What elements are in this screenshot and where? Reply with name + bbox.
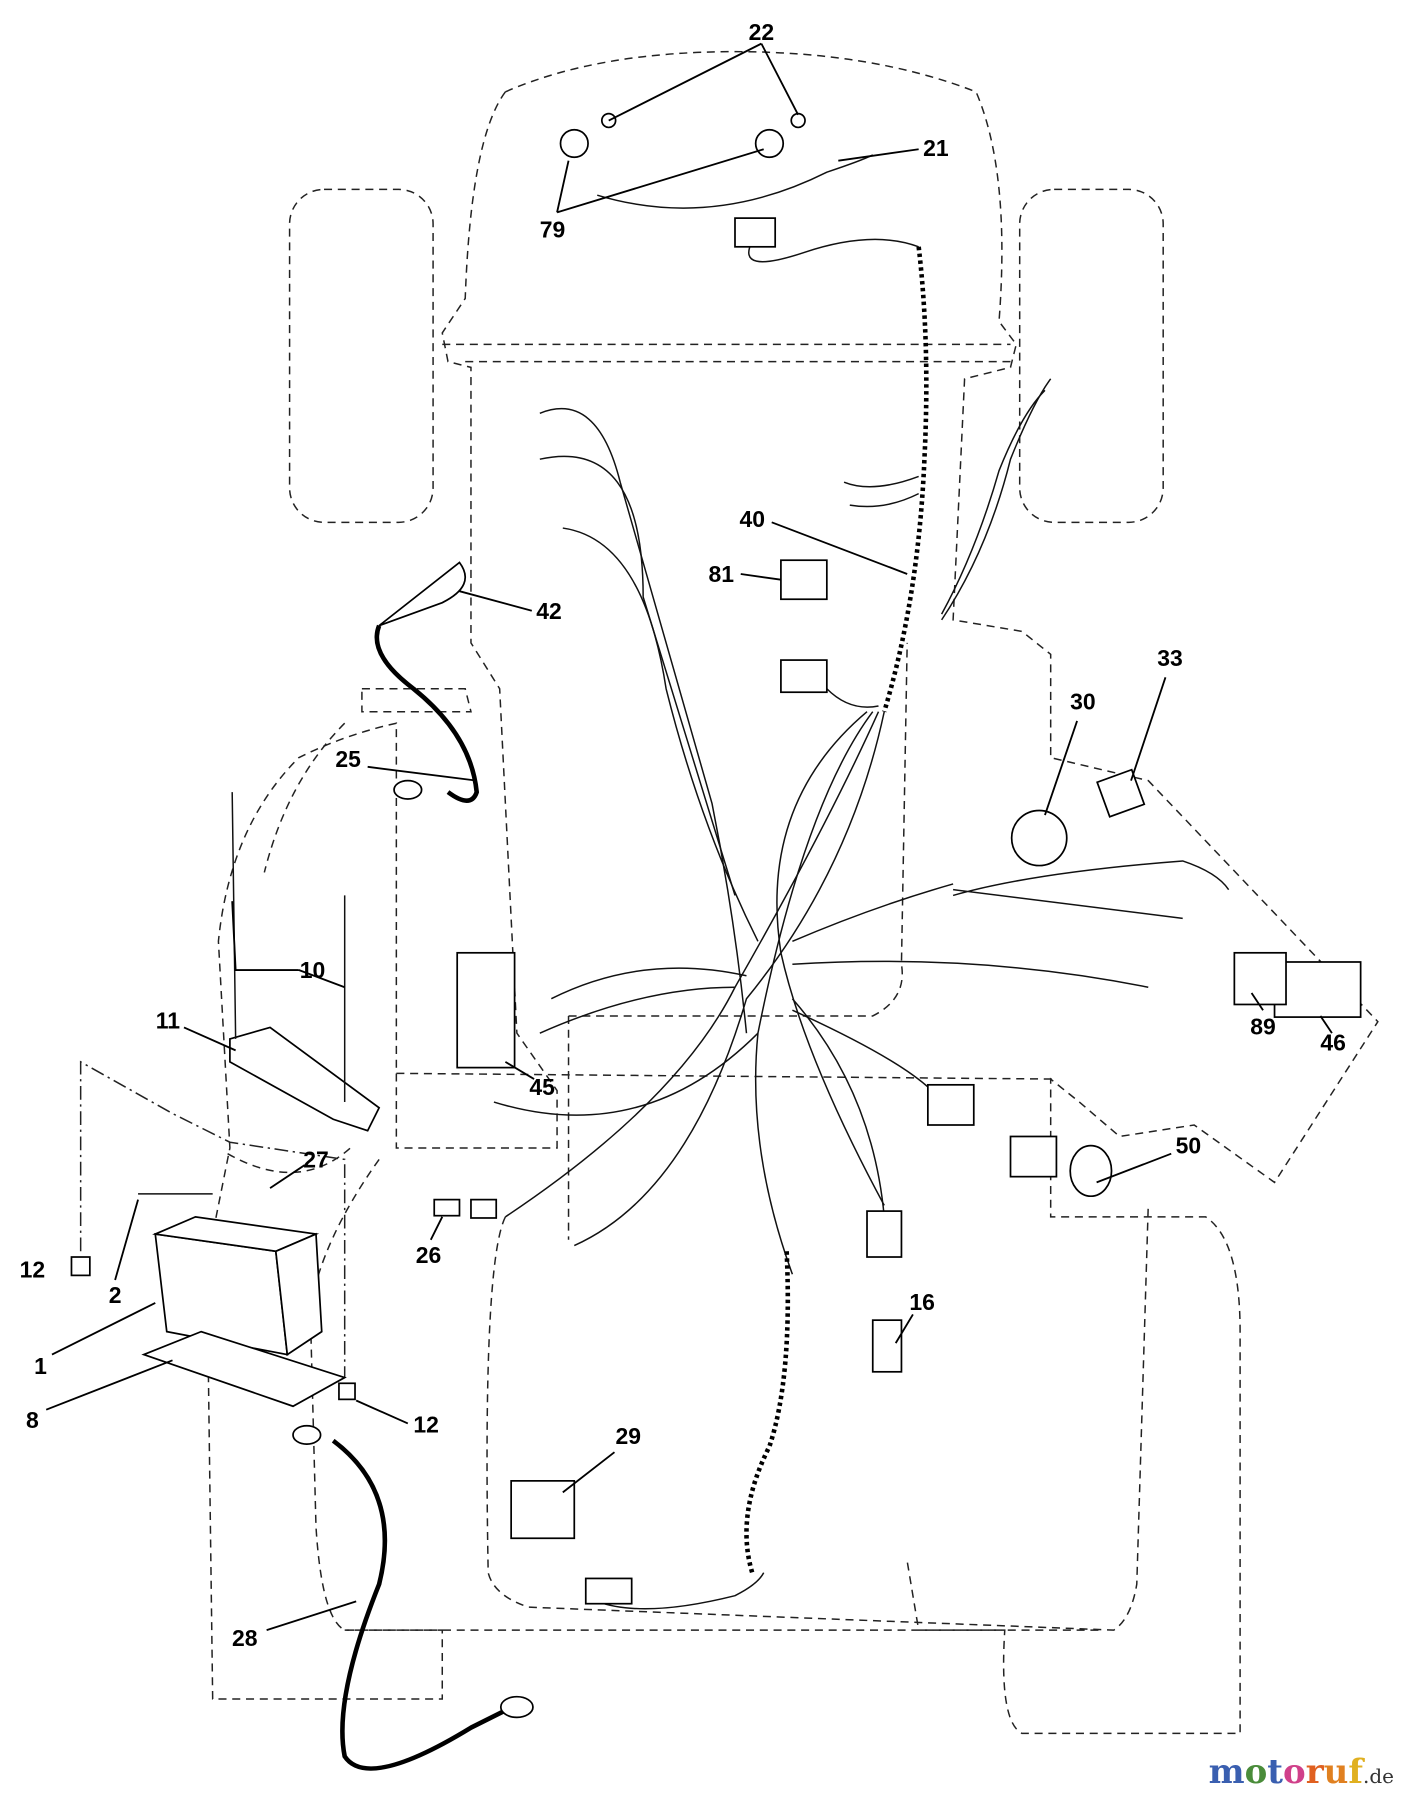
relay-81 xyxy=(780,559,828,601)
callout-33: 33 xyxy=(1157,645,1183,671)
lamp-socket xyxy=(559,128,589,159)
lamp-46 xyxy=(1273,961,1362,1018)
harness-coil-lower xyxy=(744,1251,791,1574)
leader-lines xyxy=(45,42,1333,1631)
switch-16 xyxy=(871,1319,903,1373)
callout-11: 11 xyxy=(156,1008,180,1034)
terminal-boot-42 xyxy=(378,561,466,627)
chassis-outline xyxy=(79,50,1379,1735)
callout-10: 10 xyxy=(300,957,326,983)
callout-89: 89 xyxy=(1250,1013,1276,1039)
callout-25: 25 xyxy=(335,746,361,772)
battery-cable-25 xyxy=(374,624,480,803)
watermark-logo: motoruf.de xyxy=(1208,1752,1394,1792)
harness-coil-upper xyxy=(882,246,929,713)
wiring-harness xyxy=(493,154,1230,1610)
pto-switch-50 xyxy=(1009,1135,1058,1178)
hold-down-bracket xyxy=(229,1026,381,1132)
bulb xyxy=(790,112,806,129)
connector xyxy=(734,217,777,248)
callout-2: 2 xyxy=(109,1282,122,1308)
callout-12: 12 xyxy=(20,1257,46,1283)
lamp-socket xyxy=(754,128,785,159)
callout-46: 46 xyxy=(1320,1029,1346,1055)
callout-12: 12 xyxy=(413,1412,439,1438)
battery xyxy=(152,1215,323,1357)
callout-79: 79 xyxy=(540,217,566,243)
callout-27: 27 xyxy=(303,1146,329,1172)
callout-21: 21 xyxy=(923,135,949,161)
callout-42: 42 xyxy=(536,598,562,624)
callout-45: 45 xyxy=(529,1074,555,1100)
key-33 xyxy=(1096,768,1146,818)
battery-tray xyxy=(141,1330,347,1408)
callout-30: 30 xyxy=(1070,688,1096,714)
callout-29: 29 xyxy=(615,1423,641,1449)
connector xyxy=(584,1577,633,1605)
callout-22: 22 xyxy=(749,19,775,45)
nut-12 xyxy=(70,1256,91,1277)
callout-16: 16 xyxy=(909,1289,935,1315)
callout-28: 28 xyxy=(232,1625,258,1651)
callout-50: 50 xyxy=(1176,1133,1202,1159)
j-bolts xyxy=(231,792,346,1103)
callout-8: 8 xyxy=(26,1407,39,1433)
ground-cable-28 xyxy=(331,1438,507,1771)
connector xyxy=(780,659,828,694)
fuse-holder xyxy=(470,1198,498,1219)
connector xyxy=(866,1210,903,1258)
callout-1: 1 xyxy=(34,1353,47,1379)
ignition-switch-30 xyxy=(1010,809,1068,867)
connector-block xyxy=(926,1083,975,1126)
bezel-89 xyxy=(1233,951,1287,1006)
nut-12 xyxy=(338,1382,356,1401)
callout-81: 81 xyxy=(708,561,734,587)
solenoid-29 xyxy=(510,1480,576,1540)
callout-40: 40 xyxy=(739,506,765,532)
hour-meter-45 xyxy=(456,951,516,1069)
fuse-26 xyxy=(433,1198,461,1217)
callout-26: 26 xyxy=(416,1242,442,1268)
